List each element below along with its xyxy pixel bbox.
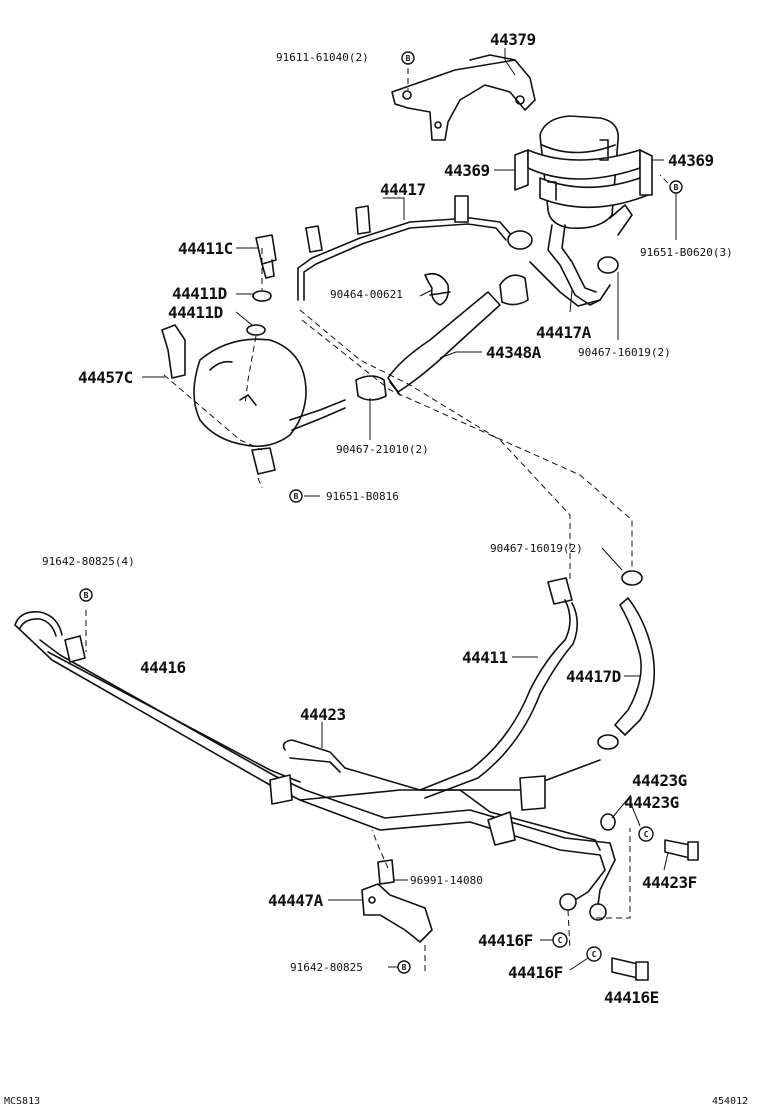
clamp-90467-21010: [355, 375, 387, 401]
pipe-44423: [282, 739, 601, 811]
label-44411D-upper: 44411D: [172, 284, 227, 303]
part-labels: 44379 91611-61040(2) 44369 44369 44417 9…: [4, 30, 748, 1107]
hose-clamp-band: [499, 274, 529, 306]
label-44348A: 44348A: [486, 343, 542, 362]
label-44423: 44423: [300, 705, 346, 724]
label-91651-b0816: 91651-B0816: [326, 490, 399, 503]
power-steering-pump: [161, 324, 346, 475]
label-44447A: 44447A: [268, 891, 324, 910]
washer-44423G: [600, 813, 616, 831]
union-bolt-44411C: [255, 234, 277, 279]
hose-44417D: [597, 570, 656, 750]
badge-c-44416f-upper: C: [552, 932, 568, 948]
leader-lines: [142, 48, 677, 971]
pipe-44411: [419, 577, 579, 799]
reservoir-tank: [514, 115, 653, 306]
pipe-44417A: [529, 256, 619, 307]
label-90467-16019-lower: 90467-16019(2): [490, 542, 583, 555]
diagram-code-right: 454012: [712, 1096, 748, 1107]
label-44423G-lower: 44423G: [624, 793, 679, 812]
label-44416F-lower: 44416F: [508, 963, 563, 982]
hose-44348A: [387, 291, 501, 396]
label-44417D: 44417D: [566, 667, 621, 686]
gasket-44411D-lower: [246, 324, 266, 336]
label-91642-80825: 91642-80825: [290, 961, 363, 974]
label-44411D-lower: 44411D: [168, 303, 223, 322]
svg-text:B: B: [402, 963, 407, 972]
label-44411: 44411: [462, 648, 508, 667]
clip-96991-14080: [377, 859, 395, 885]
badge-b-91611: B: [401, 51, 415, 65]
gasket-44411D-upper: [252, 290, 272, 302]
label-91611-61040: 91611-61040(2): [276, 51, 369, 64]
badge-b-91642-80825-4: B: [79, 588, 93, 602]
pipe-44417: [297, 195, 533, 301]
bolt-44423F: [664, 839, 699, 861]
svg-text:C: C: [592, 950, 597, 959]
badge-c-44423g: C: [638, 826, 654, 842]
bolt-44416E: [611, 957, 649, 981]
bracket-44447A: [361, 883, 433, 943]
label-44379: 44379: [490, 30, 536, 49]
label-91651-b0620: 91651-B0620(3): [640, 246, 733, 259]
label-44416: 44416: [140, 658, 186, 677]
svg-text:C: C: [644, 830, 649, 839]
badge-b-91642-80825: B: [397, 960, 411, 974]
svg-text:B: B: [294, 492, 299, 501]
label-90464-00621: 90464-00621: [330, 288, 403, 301]
svg-text:B: B: [84, 591, 89, 600]
pipe-assembly-44416: [14, 610, 616, 921]
label-44416E: 44416E: [604, 988, 659, 1007]
svg-text:B: B: [674, 183, 679, 192]
label-44369-left: 44369: [444, 161, 490, 180]
label-44423G-upper: 44423G: [632, 771, 687, 790]
badge-b-91651-b0620: B: [669, 180, 683, 194]
badge-b-91651-b0816: B: [289, 489, 303, 503]
label-44417A: 44417A: [536, 323, 592, 342]
label-44411C: 44411C: [178, 239, 233, 258]
label-44417: 44417: [380, 180, 426, 199]
label-90467-21010: 90467-21010(2): [336, 443, 429, 456]
label-96991-14080: 96991-14080: [410, 874, 483, 887]
label-44369-right: 44369: [668, 151, 714, 170]
svg-text:C: C: [558, 936, 563, 945]
dashed-assembly-lines: [85, 68, 676, 975]
label-44457C: 44457C: [78, 368, 133, 387]
badge-c-44416f-lower: C: [586, 946, 602, 962]
label-44416F-upper: 44416F: [478, 931, 533, 950]
label-91642-80825-4: 91642-80825(4): [42, 555, 135, 568]
svg-text:B: B: [406, 54, 411, 63]
label-90467-16019-upper: 90467-16019(2): [578, 346, 671, 359]
bracket-44379: [391, 54, 536, 141]
clip-90464-00621: [424, 272, 451, 306]
label-44423F: 44423F: [642, 873, 697, 892]
diagram-code-left: MCS813: [4, 1096, 40, 1107]
